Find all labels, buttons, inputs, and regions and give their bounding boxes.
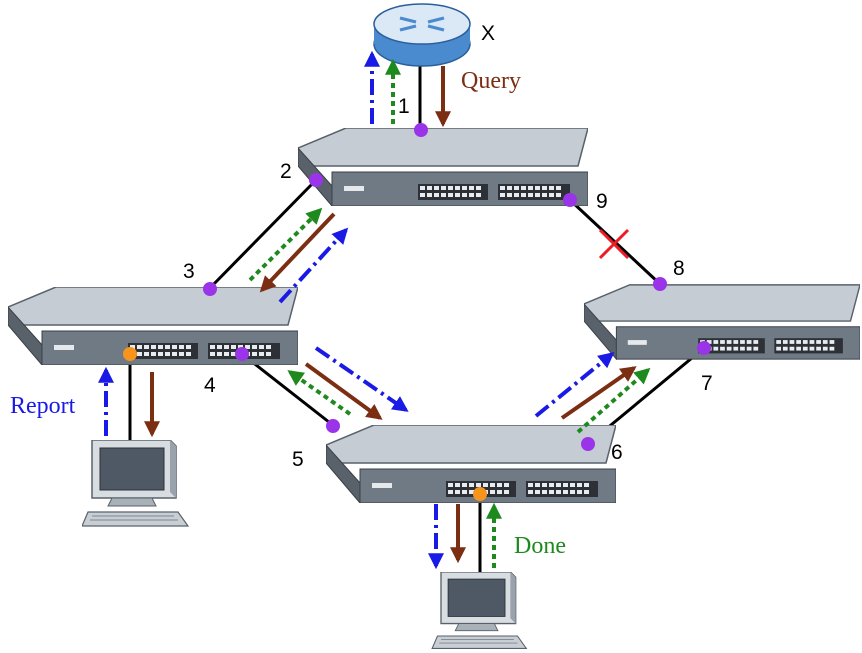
- port-label-9: 9: [596, 190, 608, 213]
- link-4-5: [241, 352, 335, 428]
- router-label: X: [481, 22, 495, 45]
- port-2: [309, 173, 323, 187]
- host-bottom-pc-icon: [431, 572, 528, 650]
- query-label: Query: [461, 68, 521, 94]
- port-label-1: 1: [398, 95, 410, 118]
- query-arrow-4-5: [304, 362, 383, 420]
- port-label-2: 2: [280, 160, 292, 183]
- switch-right: [584, 284, 860, 360]
- port-1: [414, 123, 428, 137]
- done-arrow-6-7: [576, 367, 651, 434]
- query-arrow-6-7: [560, 366, 637, 420]
- done-label: Done: [514, 533, 566, 559]
- switch-top: [298, 128, 588, 206]
- host-port-bottom: [473, 487, 487, 501]
- router-x-icon: [373, 3, 471, 67]
- report-label: Report: [10, 393, 76, 419]
- port-3: [203, 282, 217, 296]
- port-4: [235, 347, 249, 361]
- message-arrows: [98, 50, 651, 570]
- report-arrow-3-2: [278, 227, 349, 304]
- port-8: [653, 277, 667, 291]
- port-label-6: 6: [611, 441, 623, 464]
- port-5: [326, 419, 340, 433]
- query-arrow-2-3: [259, 212, 336, 293]
- link-2-3: [206, 178, 318, 292]
- report-arrow-6-7: [534, 351, 615, 418]
- switch-left: [8, 287, 298, 365]
- port-6: [581, 437, 595, 451]
- report-arrow-4-5: [314, 346, 409, 412]
- port-label-4: 4: [204, 374, 216, 397]
- done-arrow-5-4: [287, 370, 352, 416]
- port-label-7: 7: [701, 372, 713, 395]
- host-port-left: [123, 347, 137, 361]
- port-label-5: 5: [292, 448, 304, 471]
- ports: [123, 123, 711, 501]
- port-9: [563, 193, 577, 207]
- host-left-pc-icon: [82, 440, 189, 527]
- blocked-link-x-icon: [598, 228, 630, 260]
- switch-bottom: [326, 425, 616, 503]
- port-label-3: 3: [183, 260, 195, 283]
- port-7: [697, 341, 711, 355]
- port-label-8: 8: [673, 257, 685, 280]
- done-arrow-3-2: [248, 207, 323, 282]
